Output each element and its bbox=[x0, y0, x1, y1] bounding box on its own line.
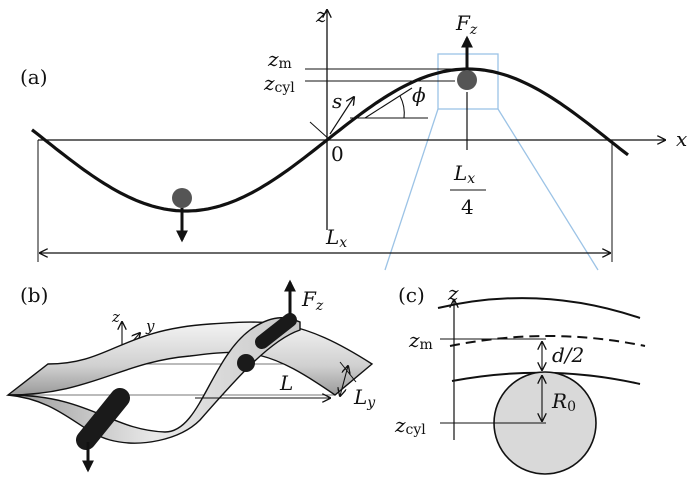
quarter-numerator: Lx bbox=[453, 161, 475, 187]
arc-length-label: s bbox=[332, 89, 342, 113]
bead-top bbox=[457, 70, 477, 90]
ribbon-fold bbox=[7, 317, 301, 444]
tangent-line bbox=[364, 87, 413, 119]
quarter-denominator: 4 bbox=[461, 195, 474, 219]
zoom-line-right bbox=[497, 108, 599, 271]
angle-arc bbox=[399, 95, 405, 119]
zcyl-label-c: zcyl bbox=[394, 413, 426, 438]
membrane-midplane bbox=[449, 335, 646, 347]
zm-label-c: zm bbox=[408, 328, 433, 353]
panel-a-label: (a) bbox=[20, 65, 48, 89]
zm-label: zm bbox=[267, 47, 292, 72]
force-label-b: Fz bbox=[301, 287, 324, 314]
z-axis-label: z bbox=[315, 3, 327, 27]
zcyl-label: zcyl bbox=[263, 71, 295, 96]
phi-label: ϕ bbox=[412, 83, 426, 107]
panel-a: (a) x z zm zcyl s ϕ 0 bbox=[20, 3, 687, 271]
panel-c: (c) z d/2 R0 zm zcyl bbox=[394, 281, 646, 475]
force-label: Fz bbox=[455, 11, 478, 38]
bead-bottom bbox=[172, 188, 192, 208]
panel-c-z-label: z bbox=[447, 281, 459, 305]
wavelength-label: Lx bbox=[325, 225, 347, 251]
ribbon-sheet bbox=[5, 321, 374, 396]
sine-membrane bbox=[31, 67, 629, 213]
panel-b-label: (b) bbox=[20, 283, 48, 307]
triad-z-label: z bbox=[111, 308, 120, 326]
radius-label: R0 bbox=[551, 389, 576, 415]
width-label: Ly bbox=[353, 385, 376, 411]
cylinder-middle bbox=[237, 354, 255, 372]
x-axis-label: x bbox=[676, 127, 687, 151]
zoom-line-left bbox=[384, 108, 439, 271]
arc-tick bbox=[309, 121, 331, 141]
cylinder-bottom bbox=[76, 388, 130, 450]
half-thickness-label: d/2 bbox=[552, 343, 584, 367]
triad-y-label: y bbox=[145, 317, 155, 335]
length-label-b: L bbox=[279, 371, 293, 395]
panel-c-label: (c) bbox=[398, 283, 425, 307]
arc-length-arrow bbox=[329, 97, 354, 135]
origin-label: 0 bbox=[331, 142, 344, 166]
cylinder-top bbox=[255, 313, 297, 349]
membrane-upper-surface bbox=[437, 297, 641, 319]
panel-b: (b) z y x Fz L Ly bbox=[5, 279, 376, 473]
width-dimension bbox=[340, 366, 348, 396]
